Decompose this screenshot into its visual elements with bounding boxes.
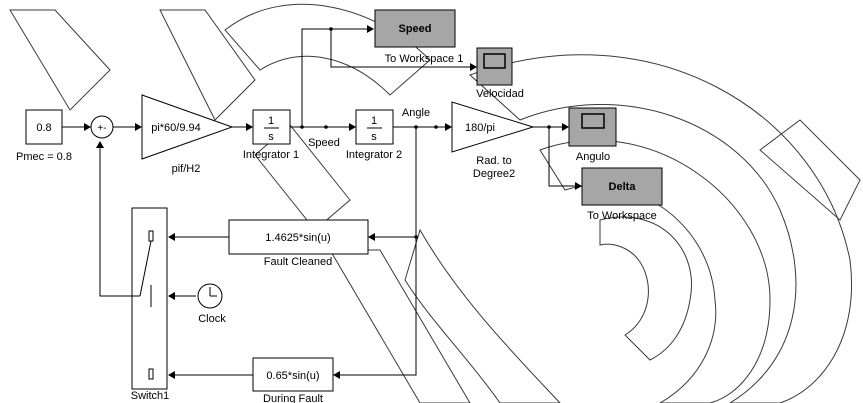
integrator1-numerator: 1 bbox=[268, 115, 274, 127]
integrator-2-block[interactable]: 1 s Integrator 2 bbox=[346, 109, 402, 161]
gain-block-rad-to-degree[interactable]: 180/pi Rad. to Degree2 bbox=[451, 101, 535, 180]
integrator2-label: Integrator 2 bbox=[346, 149, 402, 161]
scope-icon bbox=[483, 53, 506, 69]
delta-workspace-label: To Workspace bbox=[587, 210, 657, 222]
constant-block[interactable]: 0.8 Pmec = 0.8 bbox=[16, 109, 72, 163]
speed-signal-label: Speed bbox=[308, 137, 340, 149]
gain2-label-line1: Rad. to bbox=[476, 155, 511, 167]
fcn2-expression: 0.65*sin(u) bbox=[266, 370, 319, 382]
gain1-expression: pi*60/9.94 bbox=[151, 122, 201, 134]
fcn1-label: Fault Cleaned bbox=[264, 256, 333, 268]
scope-velocidad-block[interactable]: Velocidad bbox=[476, 47, 524, 100]
scope-angulo-block[interactable]: Angulo bbox=[568, 107, 617, 163]
integrator2-numerator: 1 bbox=[371, 115, 377, 127]
gain2-expression: 180/pi bbox=[465, 122, 495, 134]
switch-block[interactable]: Switch1 bbox=[131, 207, 170, 402]
gain-block-pif[interactable]: pi*60/9.94 pif/H2 bbox=[141, 94, 234, 175]
speed-workspace-name: Speed bbox=[398, 23, 431, 35]
clock-label: Clock bbox=[198, 313, 226, 325]
to-workspace-speed-block[interactable]: Speed To Workspace 1 bbox=[374, 9, 464, 65]
gain1-label: pif/H2 bbox=[172, 163, 201, 175]
switch-label: Switch1 bbox=[131, 390, 170, 402]
to-workspace-delta-block[interactable]: Delta To Workspace bbox=[581, 167, 663, 222]
integrator2-denominator: s bbox=[371, 131, 377, 143]
signal-lines bbox=[62, 25, 582, 379]
constant-value: 0.8 bbox=[36, 122, 51, 134]
fcn-fault-cleaned-block[interactable]: 1.4625*sin(u) Fault Cleaned bbox=[228, 219, 369, 268]
fcn1-expression: 1.4625*sin(u) bbox=[265, 232, 330, 244]
integrator1-label: Integrator 1 bbox=[243, 149, 299, 161]
scope-icon bbox=[581, 113, 605, 129]
sum-block[interactable]: +- bbox=[90, 115, 114, 139]
angle-signal-label: Angle bbox=[402, 107, 430, 119]
sum-signs: +- bbox=[97, 123, 106, 134]
fcn-during-fault-block[interactable]: 0.65*sin(u) During Fault bbox=[252, 357, 334, 403]
speed-workspace-label: To Workspace 1 bbox=[385, 53, 464, 65]
clock-block[interactable]: Clock bbox=[197, 283, 226, 325]
constant-label: Pmec = 0.8 bbox=[16, 151, 72, 163]
fcn2-label: During Fault bbox=[263, 393, 323, 403]
integrator-1-block[interactable]: 1 s Integrator 1 bbox=[243, 109, 299, 161]
scope-angulo-label: Angulo bbox=[576, 151, 610, 163]
gain2-label-line2: Degree2 bbox=[473, 168, 515, 180]
delta-workspace-name: Delta bbox=[609, 181, 637, 193]
integrator1-denominator: s bbox=[268, 131, 274, 143]
scope-velocidad-label: Velocidad bbox=[476, 88, 524, 100]
